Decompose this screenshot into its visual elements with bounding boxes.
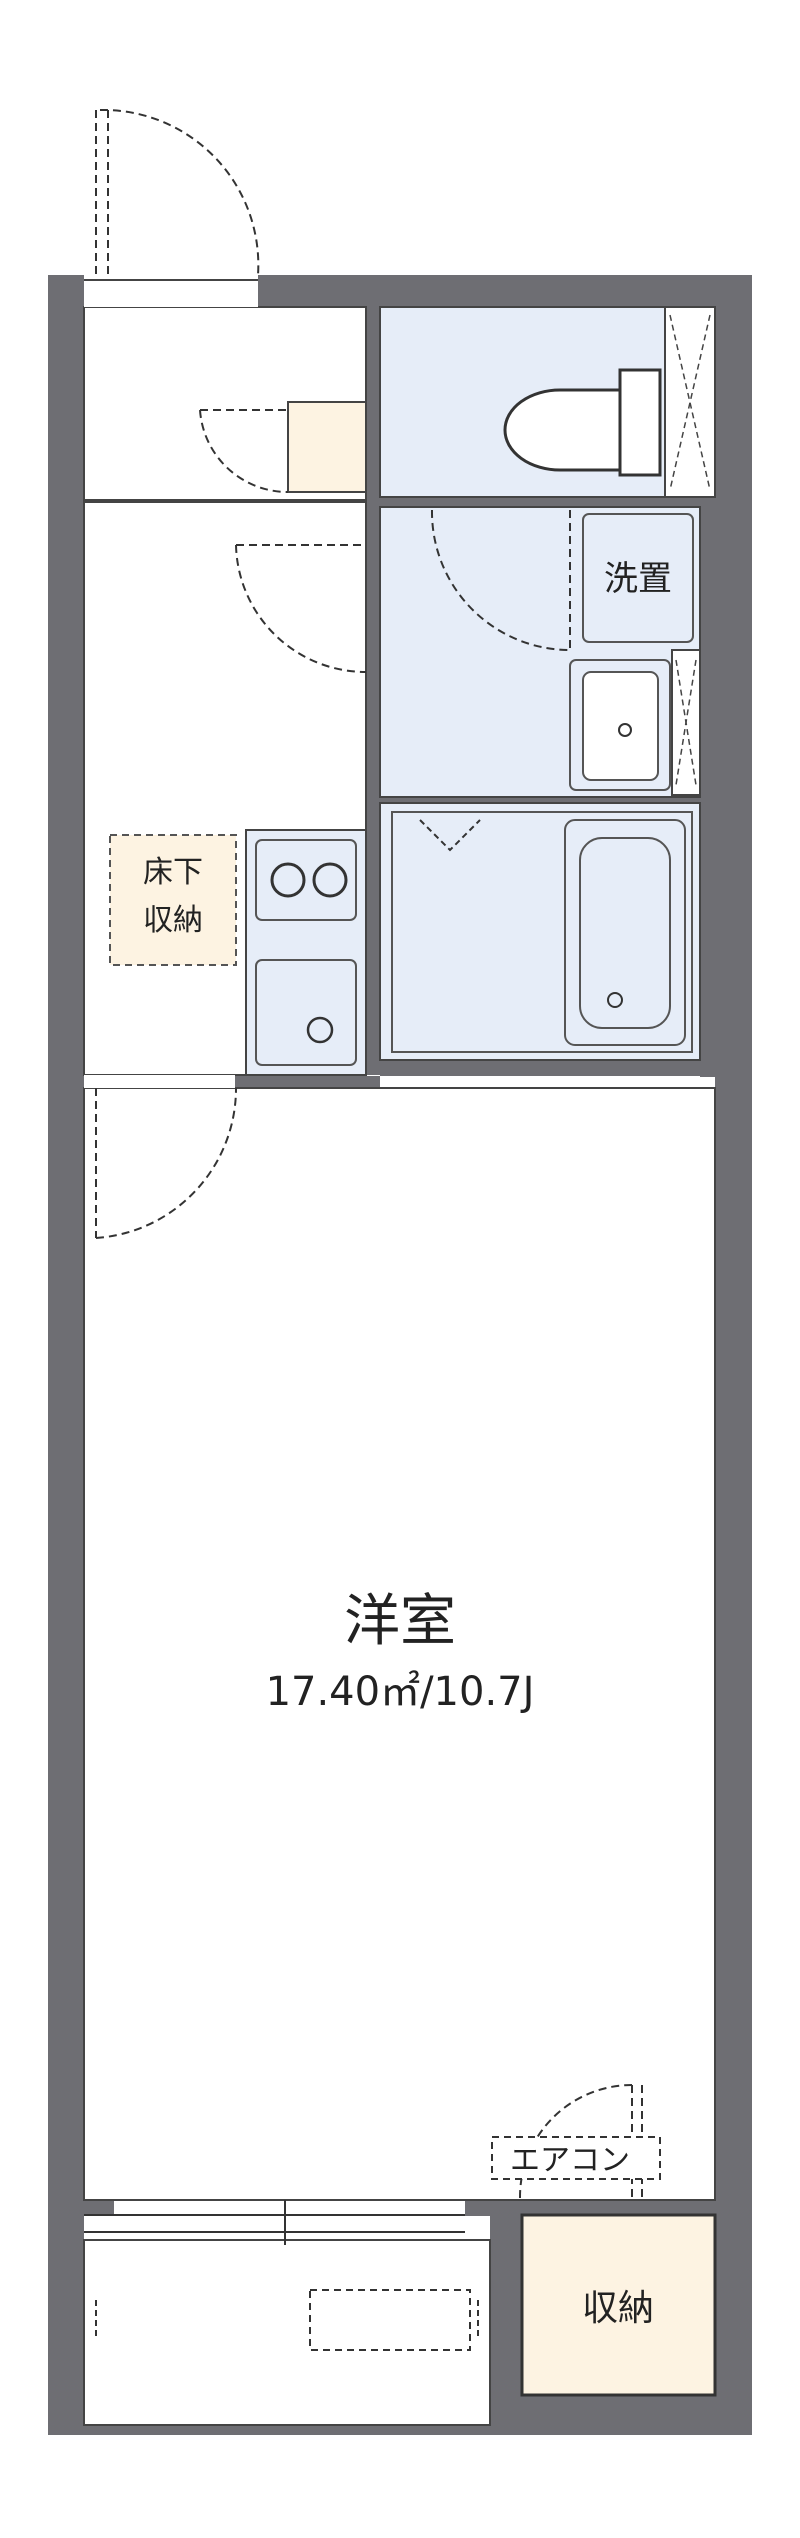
underfloor-storage-label-1: 床下: [143, 855, 203, 890]
washroom-label: 洗置: [604, 559, 672, 599]
sink-drain: [306, 1016, 334, 1044]
bathtub-drain: [607, 992, 623, 1008]
aircon-unit: [491, 2136, 661, 2180]
toilet-tank: [618, 368, 662, 477]
main-room: [83, 1087, 716, 2201]
washroom-door: [430, 509, 571, 651]
aircon-label: エアコン: [510, 2143, 630, 2178]
corridor-door: [235, 544, 367, 673]
kitchen-sink: [255, 959, 357, 1066]
main-room-area: 17.40㎡/10.7J: [266, 1669, 535, 1715]
toilet-room: [379, 306, 716, 498]
shoe-cabinet: [287, 401, 367, 493]
bathroom: [379, 802, 701, 1061]
aircon-outdoor-unit: [309, 2289, 471, 2351]
shoe-cabinet-door: [199, 409, 289, 494]
balcony: [83, 2200, 491, 2426]
closet-label: 収納: [582, 2288, 654, 2329]
stove-burner-right: [312, 862, 348, 898]
entrance-door: [95, 108, 260, 276]
washbasin-drain: [618, 723, 632, 737]
main-room-name: 洋室: [344, 1589, 456, 1654]
toilet-bowl-icon: [503, 388, 622, 472]
underfloor-storage-label-2: 収納: [143, 903, 203, 938]
main-room-door: [95, 1087, 238, 1239]
closet: [520, 2213, 717, 2397]
underfloor-storage: [109, 834, 237, 966]
kitchen-counter: [245, 829, 367, 1076]
stove-burner-left: [270, 862, 306, 898]
washroom: [379, 506, 701, 798]
